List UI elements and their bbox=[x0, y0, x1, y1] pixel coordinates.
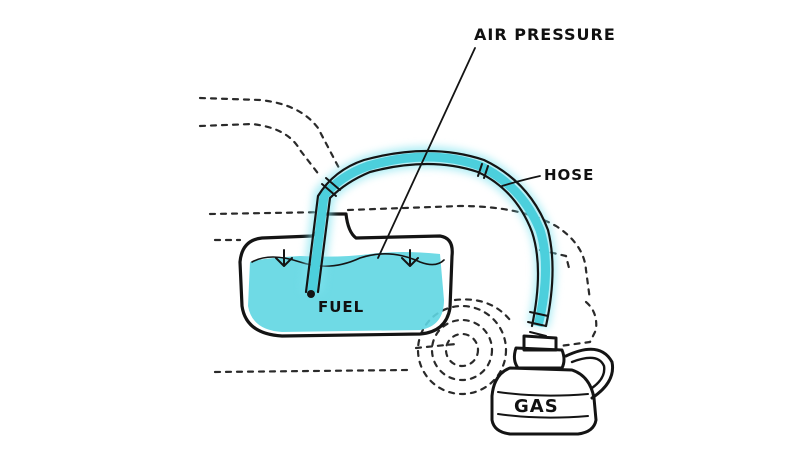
car-outline bbox=[198, 96, 598, 396]
air-pressure-label: AIR PRESSURE bbox=[474, 25, 616, 44]
gas-label: GAS bbox=[514, 396, 559, 417]
air-pressure-callout: AIR PRESSURE bbox=[377, 25, 616, 259]
hose-tube bbox=[307, 152, 550, 328]
hose bbox=[301, 146, 557, 337]
hose-label: HOSE bbox=[544, 166, 594, 184]
arrow-down-icon bbox=[275, 249, 293, 267]
hose-leader-line bbox=[501, 175, 541, 187]
hose-callout: HOSE bbox=[501, 166, 594, 187]
fuel-label: FUEL bbox=[318, 298, 364, 316]
fuel-liquid bbox=[248, 252, 444, 332]
arrow-down-icon bbox=[401, 249, 419, 267]
air-pressure-leader-line bbox=[377, 47, 476, 259]
gas-can: GAS bbox=[490, 334, 615, 436]
fuel-tank: FUEL bbox=[238, 212, 454, 338]
wheel-outline bbox=[416, 304, 508, 396]
